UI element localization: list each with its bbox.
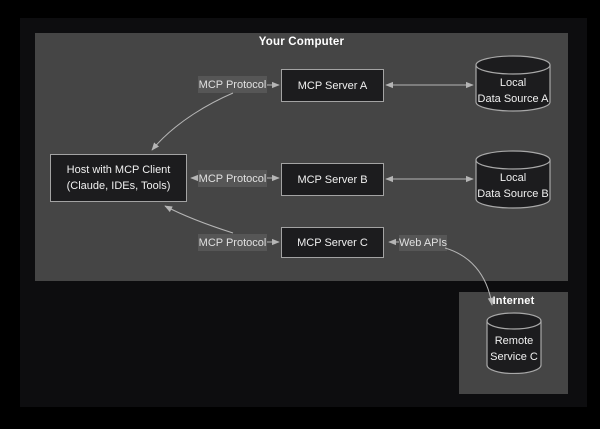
edge-label-mcp-protocol-b: MCP Protocol xyxy=(198,170,267,187)
local-data-source-a-label: Local Data Source A xyxy=(477,77,549,105)
mcp-server-a-node: MCP Server A xyxy=(281,69,384,102)
mcp-server-c-label: MCP Server C xyxy=(297,236,368,249)
host-node-line1: Host with MCP Client xyxy=(66,164,171,176)
host-node-line2: (Claude, IDEs, Tools) xyxy=(66,180,171,192)
mcp-server-c-node: MCP Server C xyxy=(281,227,384,258)
internet-title: Internet xyxy=(492,295,535,307)
remote-service-c-label: Remote Service C xyxy=(490,335,538,363)
host-with-mcp-client-node: Host with MCP Client (Claude, IDEs, Tool… xyxy=(50,154,187,202)
edge-label-mcp-protocol-c: MCP Protocol xyxy=(198,234,267,251)
remote-service-c-cylinder: Remote Service C xyxy=(486,312,542,374)
local-data-source-b-label: Local Data Source B xyxy=(477,172,549,200)
cylinder-shape xyxy=(475,55,551,112)
your-computer-title: Your Computer xyxy=(258,36,345,48)
cylinder-shape xyxy=(486,312,542,374)
mcp-server-b-label: MCP Server B xyxy=(297,173,368,186)
edge-label-mcp-protocol-a: MCP Protocol xyxy=(198,76,267,93)
local-data-source-a-cylinder: Local Data Source A xyxy=(475,55,551,112)
cylinder-shape xyxy=(475,150,551,209)
mcp-server-b-node: MCP Server B xyxy=(281,163,384,196)
mcp-server-a-label: MCP Server A xyxy=(297,79,368,92)
local-data-source-b-cylinder: Local Data Source B xyxy=(475,150,551,209)
edge-label-web-apis: Web APIs xyxy=(398,235,448,251)
